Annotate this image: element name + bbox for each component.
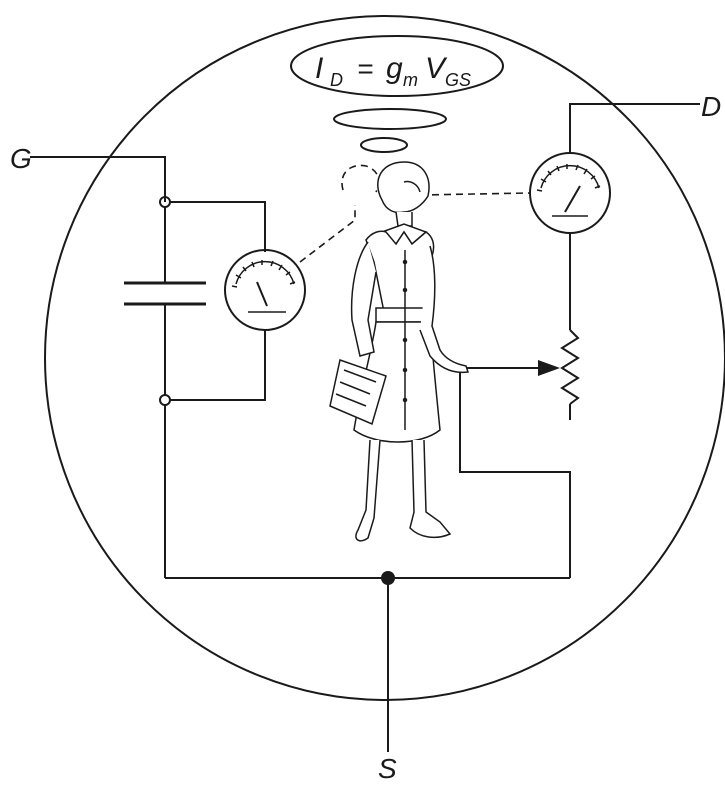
eq-GS-subscript: GS: [445, 70, 471, 90]
drain-resistor-branch: [459, 233, 580, 578]
drain-label: D: [701, 91, 721, 122]
eq-g: g: [386, 52, 403, 85]
gate-lead: G: [10, 143, 166, 202]
drain-lead: D: [569, 91, 721, 152]
device-envelope: [44, 15, 725, 701]
source-bus: S: [165, 571, 570, 784]
nurse-figure-icon: [329, 161, 470, 542]
meter-icon: [224, 249, 306, 331]
source-label: S: [378, 753, 397, 783]
capacitor-icon: [124, 281, 206, 306]
eq-D-subscript: D: [330, 70, 343, 90]
variable-resistor-icon: [460, 329, 580, 420]
eq-equals: =: [357, 53, 373, 84]
drain-meter-gaze-line: [419, 192, 531, 196]
gate-meter-gaze-line: [299, 205, 356, 263]
gate-label: G: [10, 143, 32, 174]
equation-bubble: I D = g m V GS: [290, 35, 504, 153]
eq-V: V: [425, 52, 448, 85]
meter-icon: [529, 152, 611, 234]
eq-m-subscript: m: [403, 70, 418, 90]
eq-I: I: [315, 52, 323, 85]
gate-capacitor-branch: [124, 196, 266, 578]
